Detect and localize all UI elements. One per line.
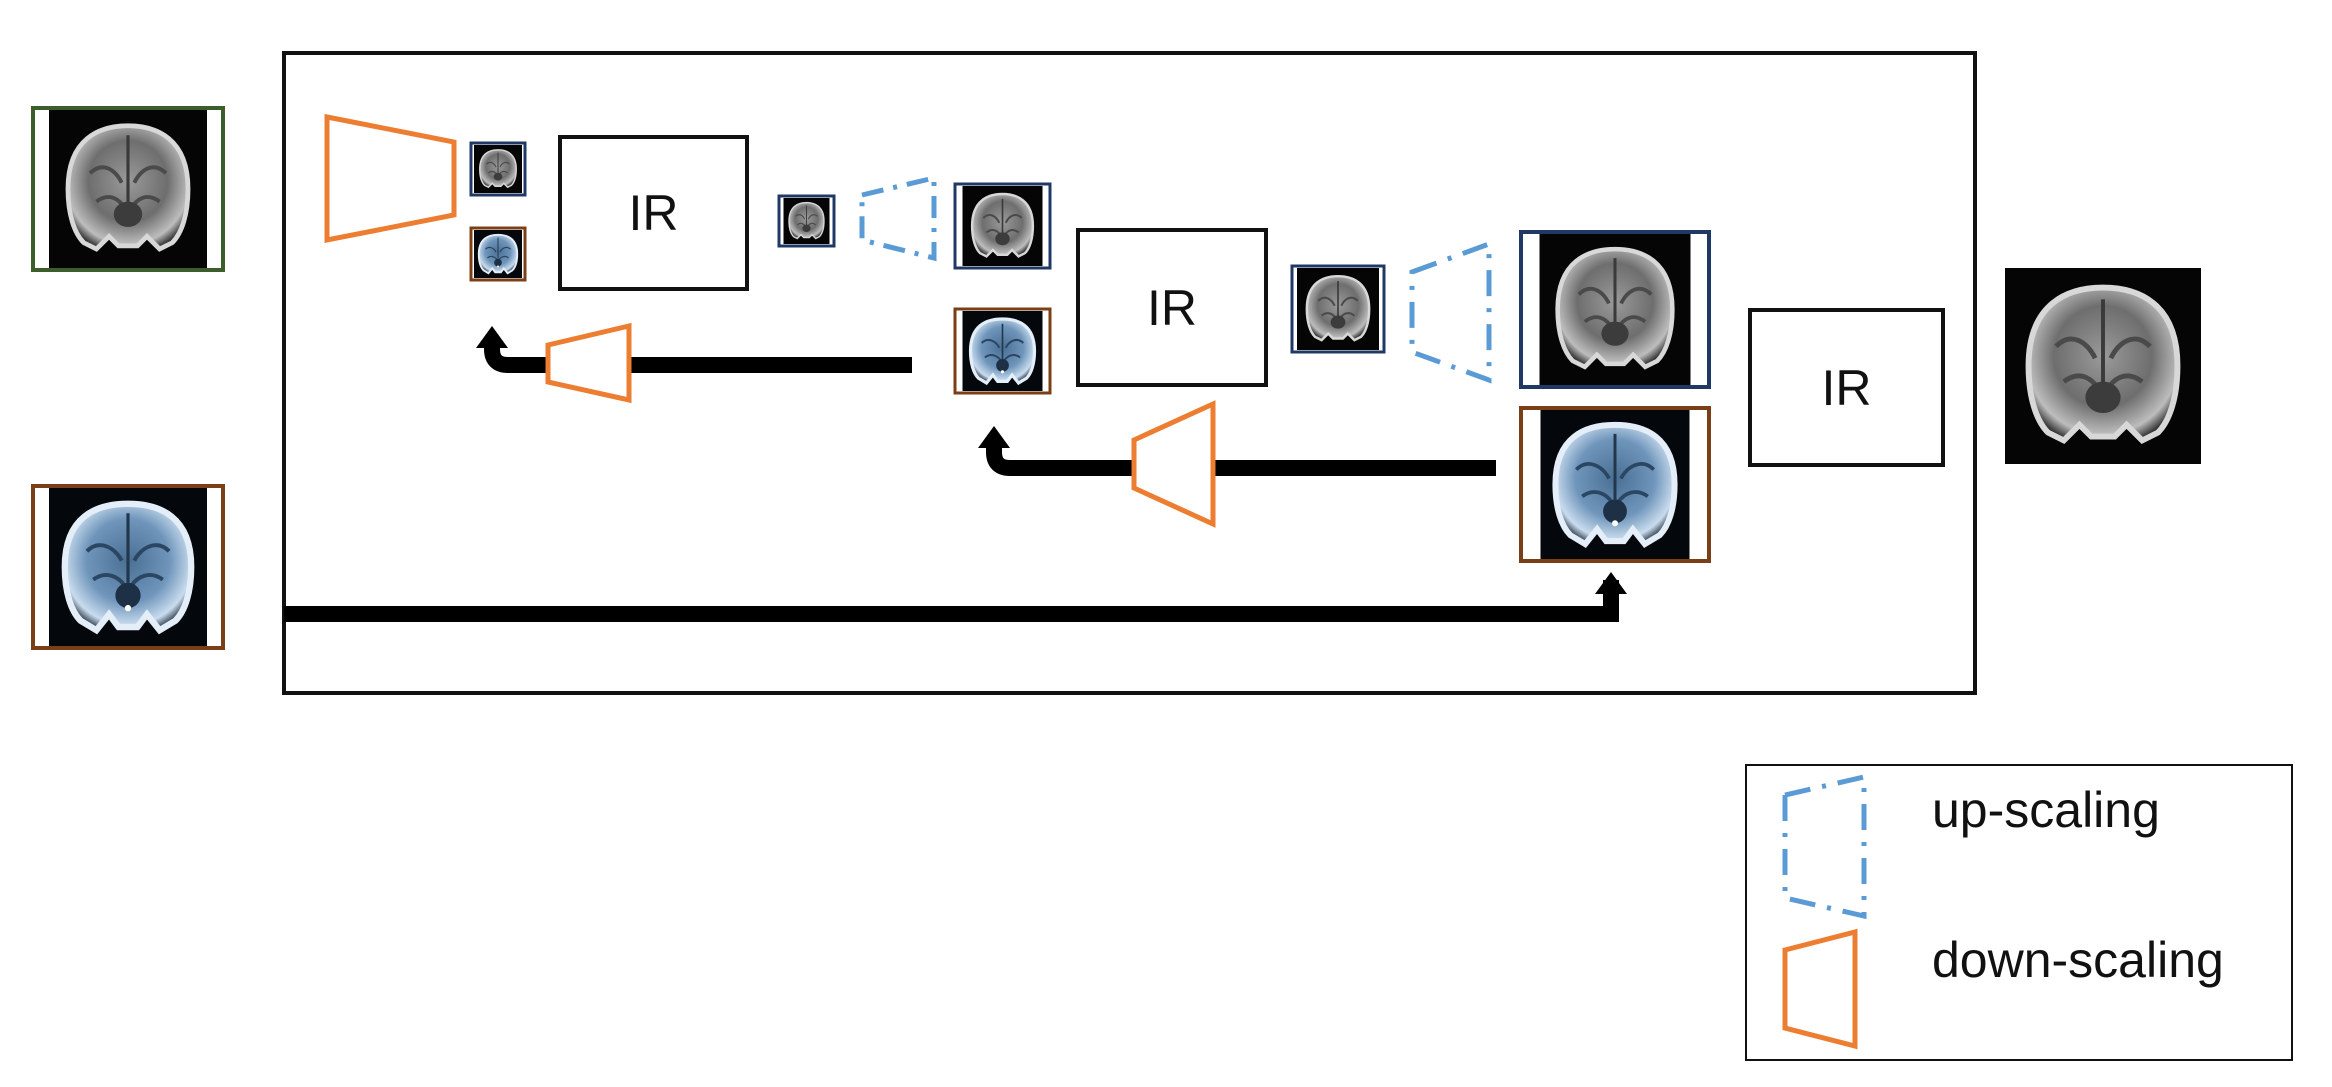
level3-blue-image: [1519, 406, 1711, 563]
downscaling-trapezoid-icon: [1131, 400, 1216, 528]
level2-blue-image: [953, 307, 1052, 395]
legend-box: [1745, 764, 2293, 1061]
upscaling-trapezoid-icon: [1409, 240, 1492, 384]
ir-label-2: IR: [1147, 279, 1197, 336]
upscaling-trapezoid-icon: [1782, 773, 1867, 920]
brain-mri-gray-icon: [49, 110, 207, 268]
legend-downscaling-label: down-scaling: [1932, 932, 2224, 988]
skip-arrow-bottom: [284, 572, 1627, 622]
downscaling-trapezoid-icon: [545, 322, 632, 404]
ir-block-3: [1748, 308, 1945, 467]
level3-gray-image: [1519, 230, 1711, 389]
ir-label-1: IR: [628, 185, 679, 241]
input-gray-image: [31, 106, 225, 272]
downscaling-trapezoid-icon: [324, 113, 457, 244]
legend-upscaling-label: up-scaling: [1932, 782, 2160, 838]
ir-block-1: [558, 135, 749, 291]
brain-mri-blue-icon: [49, 488, 207, 646]
feedback-arrow-level3: [978, 400, 1496, 528]
ir-block-2: [1076, 228, 1268, 387]
output-image: [2005, 268, 2201, 464]
level3-gray-small-image: [1290, 264, 1386, 354]
level2-gray-small-image: [777, 194, 836, 248]
level1-gray-image: [469, 141, 527, 197]
network-frame: [282, 51, 1977, 695]
level2-gray-image: [953, 182, 1052, 270]
feedback-arrow-level2: [476, 322, 912, 404]
level1-blue-image: [469, 226, 527, 282]
downscaling-trapezoid-icon: [1782, 928, 1858, 1050]
ir-label-3: IR: [1821, 359, 1872, 416]
input-blue-image: [31, 484, 225, 650]
brain-mri-output-icon: [2005, 268, 2201, 464]
upscaling-trapezoid-icon: [859, 174, 937, 262]
